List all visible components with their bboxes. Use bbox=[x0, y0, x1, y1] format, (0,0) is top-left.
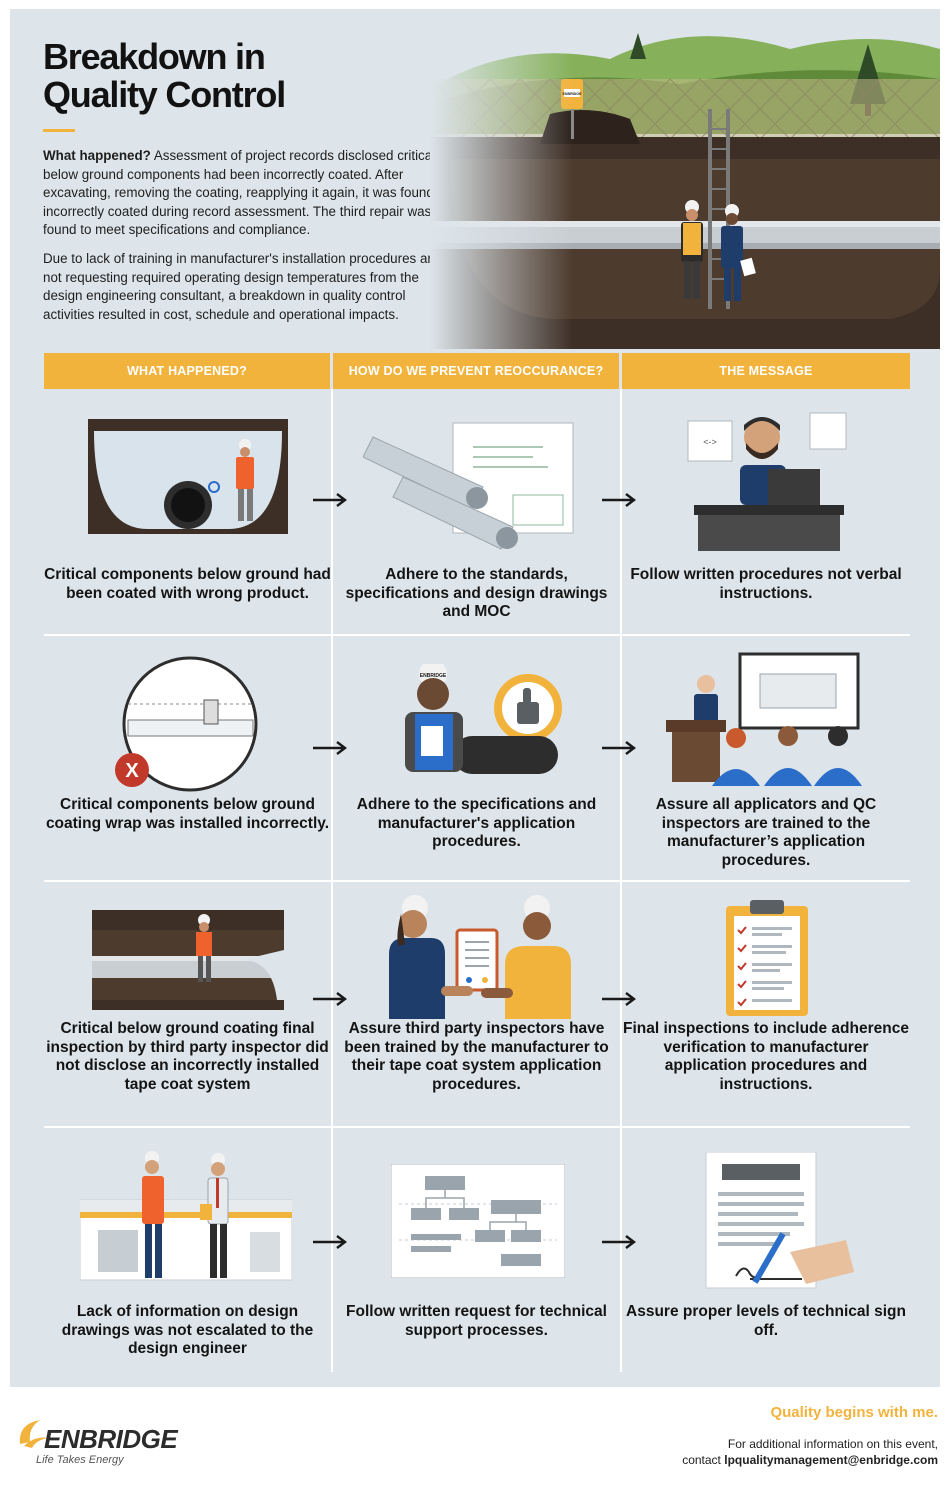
row-3-prevent-cell: Assure third party inspectors have been … bbox=[333, 882, 620, 1126]
row-3-happened-text: Critical below ground coating final insp… bbox=[46, 1020, 329, 1093]
row-4-happened-text: Lack of information on design drawings w… bbox=[61, 1303, 314, 1357]
row-divider bbox=[44, 1126, 910, 1128]
row-1-prevent-text: Adhere to the standards, specifications … bbox=[345, 566, 608, 620]
row-2-prevent-cell: ENBRIDGE Adhere to the specifications an… bbox=[333, 636, 620, 880]
row-2-message-cell: Assure all applicators and QC inspectors… bbox=[622, 636, 910, 880]
svg-text:X: X bbox=[125, 760, 139, 782]
worker-thumbs-up-illustration: ENBRIDGE bbox=[405, 664, 562, 774]
facility-engineers-illustration bbox=[80, 1151, 292, 1281]
row-4-prevent-cell: Follow written request for technical sup… bbox=[333, 1128, 620, 1372]
row-3-happened-cell: Critical below ground coating final insp… bbox=[44, 882, 331, 1126]
row-divider bbox=[44, 634, 910, 636]
pipe-trench-worker-illustration bbox=[88, 419, 288, 534]
certificate-handover-illustration bbox=[389, 895, 571, 1019]
contact-line-2: contact lpqualitymanagement@enbridge.com bbox=[682, 1452, 938, 1468]
title-underline bbox=[43, 129, 75, 132]
arrow-right-icon bbox=[602, 992, 636, 1006]
process-flowchart-illustration bbox=[391, 1164, 565, 1278]
logo-tagline: Life Takes Energy bbox=[36, 1454, 124, 1466]
third-party-inspector-trench-illustration bbox=[92, 910, 284, 1010]
arrow-right-icon bbox=[313, 992, 347, 1006]
row-4-prevent-text: Follow written request for technical sup… bbox=[346, 1303, 607, 1339]
row-1-happened-cell: Critical components below ground had bee… bbox=[44, 389, 331, 634]
helmet-logo: ENBRIDGE bbox=[420, 673, 447, 679]
row-4-happened-cell: Lack of information on design drawings w… bbox=[44, 1128, 331, 1372]
page-title: Breakdown in Quality Control bbox=[43, 36, 286, 115]
column-header-prevent: HOW DO WE PREVENT REOCCURANCE? bbox=[333, 353, 619, 389]
row-2-happened-text: Critical components below ground coating… bbox=[45, 796, 330, 832]
row-3-prevent-text: Assure third party inspectors have been … bbox=[344, 1020, 609, 1093]
row-2-happened-cell: X Critical components below ground coati… bbox=[44, 636, 331, 880]
arrow-right-icon bbox=[602, 741, 636, 755]
signing-document-illustration bbox=[705, 1152, 854, 1289]
logo-wordmark: ENBRIDGE bbox=[44, 1424, 178, 1454]
row-4-message-cell: Assure proper levels of technical sign o… bbox=[622, 1128, 910, 1372]
arrow-right-icon bbox=[313, 493, 347, 507]
excavation-scene-illustration: ENBRIDGE bbox=[430, 9, 940, 349]
enbridge-swoosh-icon bbox=[19, 1420, 48, 1448]
svg-text:<->: <-> bbox=[703, 437, 717, 447]
column-header-message: THE MESSAGE bbox=[622, 353, 910, 389]
intro-paragraph-2: Due to lack of training in manufacturer'… bbox=[43, 251, 443, 322]
footer-contact: For additional information on this event… bbox=[682, 1436, 938, 1468]
contact-email-link[interactable]: lpqualitymanagement@enbridge.com bbox=[724, 1453, 938, 1467]
arrow-right-icon bbox=[602, 1235, 636, 1249]
row-2-prevent-text: Adhere to the specifications and manufac… bbox=[356, 796, 597, 850]
coating-wrap-diagram-illustration: X bbox=[115, 656, 258, 792]
arrow-right-icon bbox=[313, 741, 347, 755]
row-3-message-text: Final inspections to include adherence v… bbox=[623, 1020, 909, 1093]
row-1-happened-text: Critical components below ground had bee… bbox=[44, 566, 331, 602]
row-1-message-cell: <-> Follow written procedures not verbal… bbox=[622, 389, 910, 634]
office-desk-worker-illustration: <-> bbox=[687, 412, 847, 551]
row-1-prevent-cell: Adhere to the standards, specifications … bbox=[333, 389, 620, 634]
contact-prefix: contact bbox=[682, 1453, 721, 1467]
row-1-message-text: Follow written procedures not verbal ins… bbox=[630, 566, 902, 602]
training-session-illustration bbox=[666, 652, 862, 786]
arrow-right-icon bbox=[313, 1235, 347, 1249]
arrow-right-icon bbox=[602, 493, 636, 507]
column-header-what-happened: WHAT HAPPENED? bbox=[44, 353, 330, 389]
contact-line-1: For additional information on this event… bbox=[727, 1437, 938, 1451]
footer-tagline: Quality begins with me. bbox=[770, 1404, 938, 1421]
design-drawings-blueprint-illustration bbox=[363, 422, 574, 550]
row-4-message-text: Assure proper levels of technical sign o… bbox=[626, 1303, 906, 1339]
row-3-message-cell: Final inspections to include adherence v… bbox=[622, 882, 910, 1126]
intro-text-1: Assessment of project records disclosed … bbox=[43, 148, 436, 237]
row-divider bbox=[44, 880, 910, 882]
intro-paragraph-1: What happened? Assessment of project rec… bbox=[43, 147, 453, 240]
row-2-message-text: Assure all applicators and QC inspectors… bbox=[655, 796, 877, 869]
enbridge-logo: ENBRIDGE Life Takes Energy bbox=[14, 1410, 204, 1470]
intro-lead: What happened? bbox=[43, 148, 151, 163]
inspection-checklist-clipboard-illustration bbox=[726, 900, 808, 1016]
